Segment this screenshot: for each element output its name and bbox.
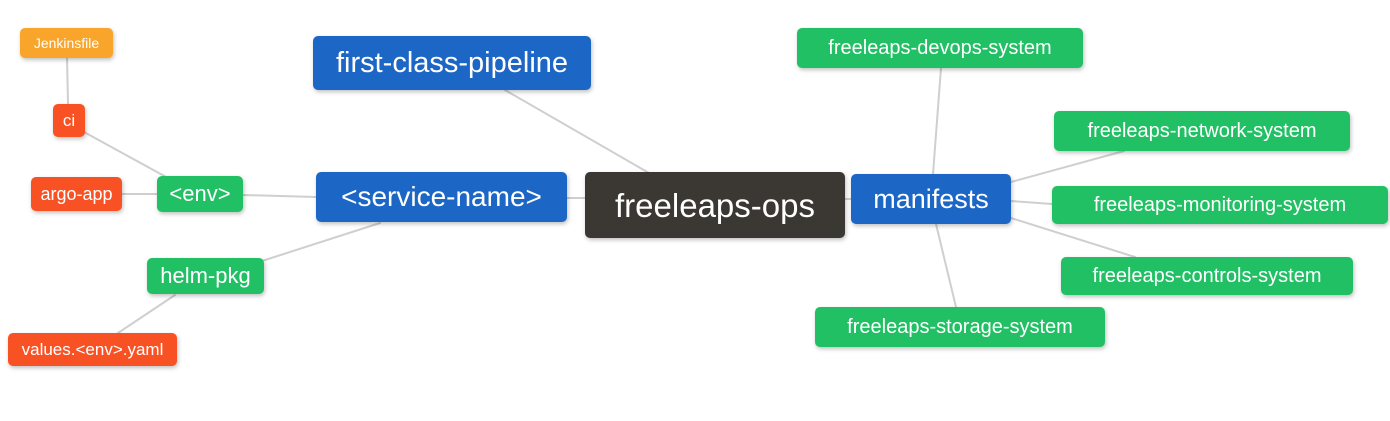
mindmap-node-jenkinsfile[interactable]: Jenkinsfile: [20, 28, 113, 58]
edge-manifests-to-freeleaps-storage-system: [935, 223, 957, 308]
edge-manifests-to-freeleaps-controls-system: [1010, 217, 1136, 258]
edge-helm-pkg-to-service-name: [261, 222, 381, 262]
mindmap-node-values-env-yaml[interactable]: values.<env>.yaml: [8, 333, 177, 366]
mindmap-node-freeleaps-monitoring-system[interactable]: freeleaps-monitoring-system: [1052, 186, 1388, 224]
edge-manifests-to-freeleaps-devops-system: [932, 67, 942, 175]
mindmap-node-service-name[interactable]: <service-name>: [316, 172, 567, 222]
edge-ci-to-env: [83, 131, 169, 179]
mindmap-node-freeleaps-storage-system[interactable]: freeleaps-storage-system: [815, 307, 1105, 347]
edge-env-to-service-name: [242, 194, 317, 198]
mindmap-node-ci[interactable]: ci: [53, 104, 85, 137]
mindmap-node-first-class-pipeline[interactable]: first-class-pipeline: [313, 36, 591, 90]
mindmap-node-freeleaps-controls-system[interactable]: freeleaps-controls-system: [1061, 257, 1353, 295]
edge-first-class-pipeline-to-freeleaps-ops: [504, 89, 650, 174]
mindmap-node-manifests[interactable]: manifests: [851, 174, 1011, 224]
mindmap-node-helm-pkg[interactable]: helm-pkg: [147, 258, 264, 294]
edge-jenkinsfile-to-ci: [66, 57, 69, 105]
edge-manifests-to-freeleaps-monitoring-system: [1010, 200, 1053, 205]
mindmap-node-freeleaps-devops-system[interactable]: freeleaps-devops-system: [797, 28, 1083, 68]
edge-values-env-yaml-to-helm-pkg: [117, 294, 176, 334]
mindmap-node-freeleaps-ops[interactable]: freeleaps-ops: [585, 172, 845, 238]
mindmap-node-env[interactable]: <env>: [157, 176, 243, 212]
edge-manifests-to-freeleaps-network-system: [1010, 150, 1125, 183]
mindmap-node-argo-app[interactable]: argo-app: [31, 177, 122, 211]
mindmap-node-freeleaps-network-system[interactable]: freeleaps-network-system: [1054, 111, 1350, 151]
